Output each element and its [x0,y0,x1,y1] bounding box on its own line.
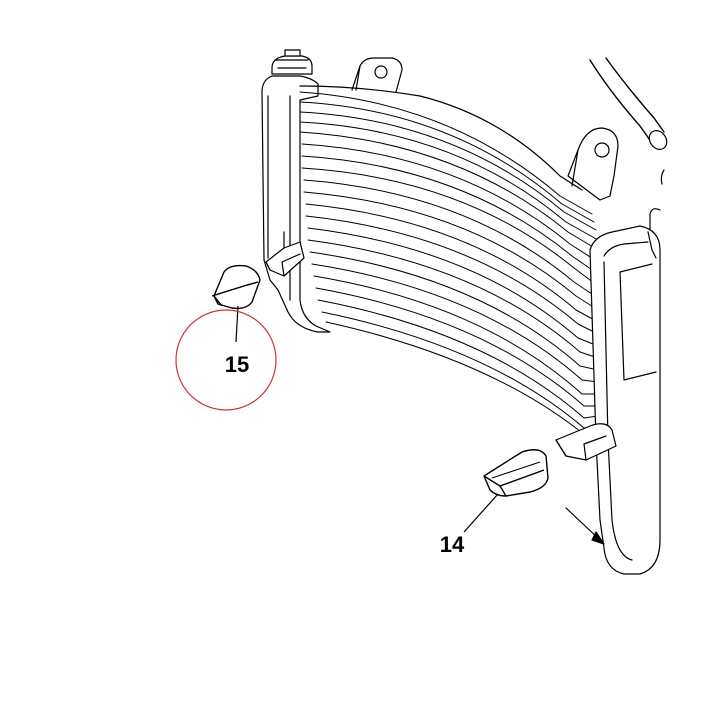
callout-label-14: 14 [440,532,465,557]
direction-arrow [591,531,605,545]
highlight-circle [175,309,277,411]
top-mount-bracket [351,57,403,93]
right-tank [589,225,661,575]
coolant-hose [589,57,668,150]
left-tank [261,75,331,333]
radiator-assembly [261,49,668,575]
lower-right-tab [555,423,617,461]
core-top-edge [299,85,583,191]
callout-label-15: 15 [225,352,249,377]
adjacent-component [649,169,665,241]
filler-neck [271,49,313,75]
lower-left-tab [265,231,305,277]
right-mount-lug [567,127,619,201]
rubber-mount-right-part[interactable] [483,449,549,497]
radiator-core-fins [299,91,599,437]
rubber-mount-left-part[interactable] [211,264,261,310]
leader-line-14 [463,493,499,533]
leader-line-15 [235,305,239,343]
